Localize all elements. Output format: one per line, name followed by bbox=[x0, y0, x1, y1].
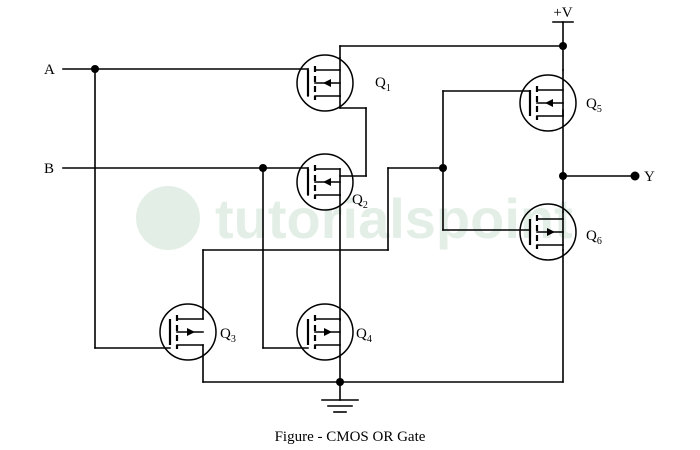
junctions bbox=[91, 42, 640, 386]
junction-dot bbox=[559, 172, 567, 180]
supply-terminal: +V bbox=[552, 5, 574, 47]
ground-icon bbox=[321, 399, 359, 413]
supply-label: +V bbox=[553, 5, 572, 21]
transistor-label-q5: Q5 bbox=[586, 96, 602, 115]
transistor-label-q3: Q3 bbox=[220, 326, 236, 345]
watermark-logo-icon bbox=[136, 186, 200, 250]
transistor-q2: Q2 bbox=[296, 153, 368, 211]
junction-dot bbox=[91, 65, 99, 73]
output-label: Y bbox=[644, 169, 655, 185]
watermark: tutorialspoint bbox=[136, 186, 573, 250]
transistor-label-q2: Q2 bbox=[352, 192, 368, 211]
junction-dot bbox=[439, 164, 447, 172]
input-b-label: B bbox=[44, 161, 54, 177]
junction-dot bbox=[259, 164, 267, 172]
transistor-q5: Q5 bbox=[519, 69, 602, 132]
transistor-label-q6: Q6 bbox=[586, 228, 602, 247]
transistor-label-q4: Q4 bbox=[356, 326, 372, 345]
watermark-text: tutorialspoint bbox=[215, 187, 573, 250]
figure-caption: Figure - CMOS OR Gate bbox=[275, 429, 426, 445]
output-terminal-dot bbox=[630, 171, 640, 181]
transistor-q3: Q3 bbox=[159, 303, 236, 361]
junction-dot bbox=[336, 378, 344, 386]
transistor-q4: Q4 bbox=[296, 303, 372, 361]
input-a-label: A bbox=[44, 62, 55, 78]
transistor-q6: Q6 bbox=[519, 203, 602, 261]
transistor-label-q1: Q1 bbox=[375, 75, 391, 94]
junction-dot bbox=[559, 42, 567, 50]
transistor-q1: Q1 bbox=[296, 54, 391, 112]
